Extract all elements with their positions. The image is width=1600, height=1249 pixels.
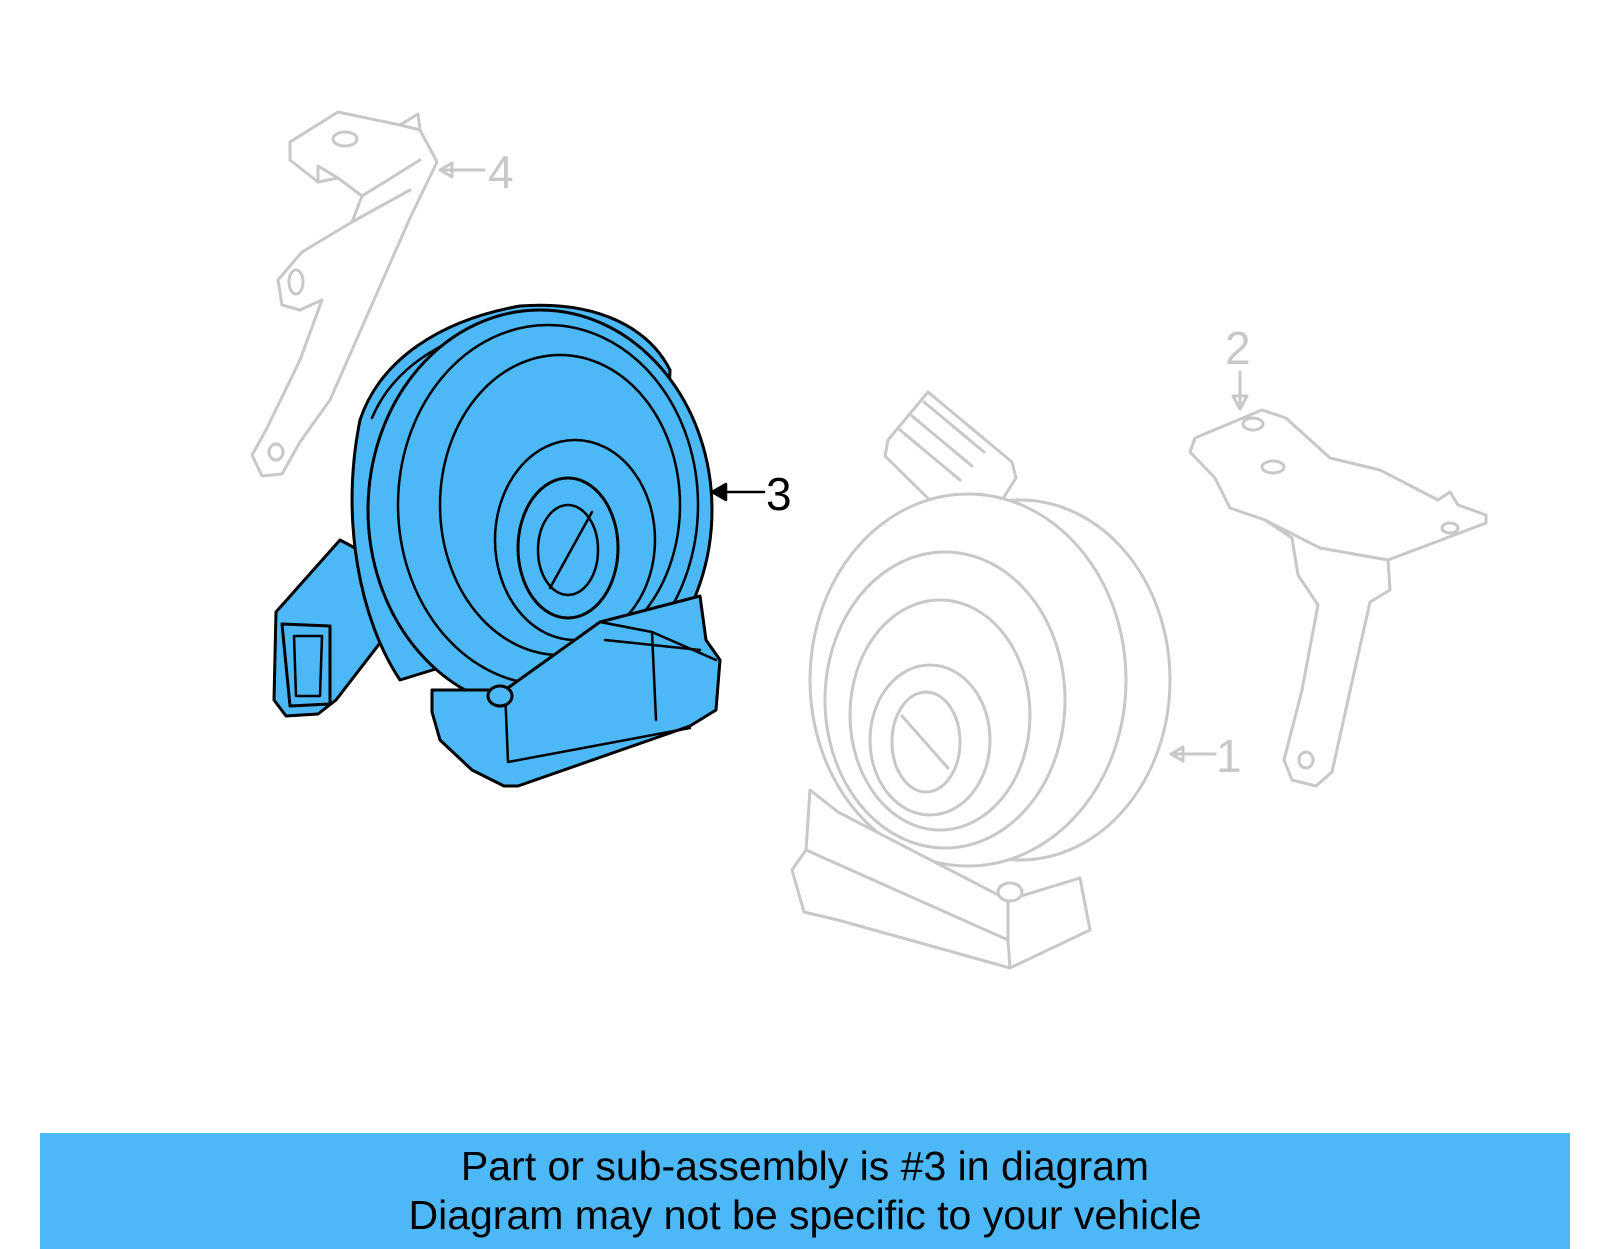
callout-2: 2 xyxy=(1225,322,1251,374)
part-1-horn[interactable] xyxy=(790,390,1217,970)
callout-4: 4 xyxy=(488,146,514,198)
info-banner: Part or sub-assembly is #3 in diagram Di… xyxy=(40,1133,1570,1249)
callout-3: 3 xyxy=(766,468,792,520)
banner-line-1: Part or sub-assembly is #3 in diagram xyxy=(460,1143,1150,1189)
callout-1: 1 xyxy=(1216,730,1242,782)
part-3-horn-highlighted[interactable] xyxy=(272,303,766,788)
part-4-bracket[interactable] xyxy=(250,110,486,478)
banner-line-2: Diagram may not be specific to your vehi… xyxy=(408,1192,1202,1238)
part-2-bracket[interactable] xyxy=(1188,370,1488,788)
